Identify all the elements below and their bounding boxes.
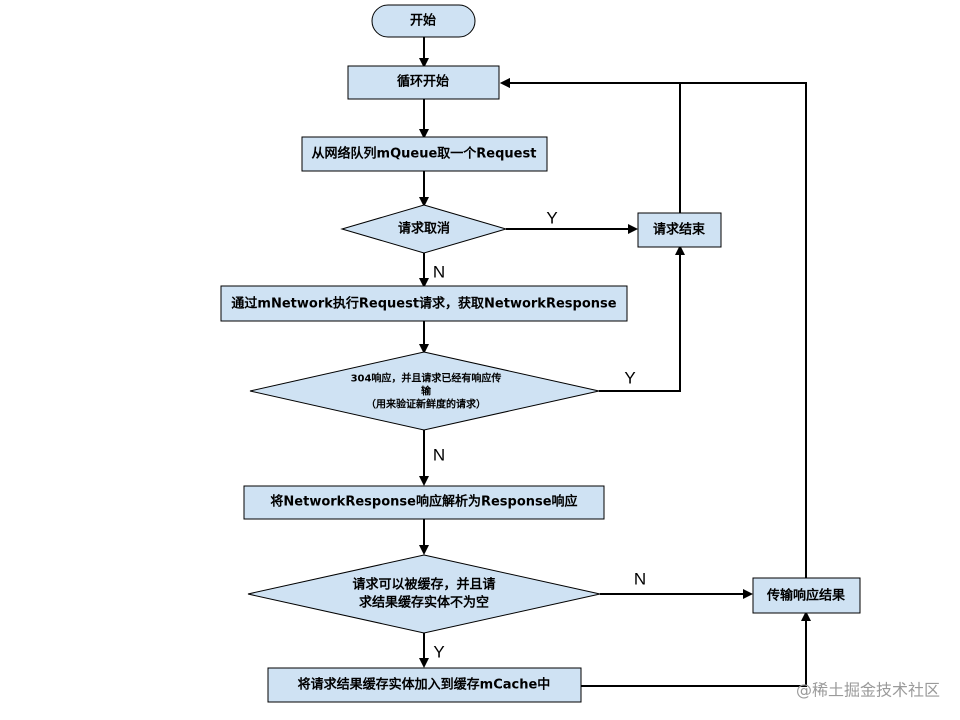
edge-writecache-to-deliver <box>581 611 811 687</box>
edge-label-canceled-no: N <box>433 263 445 282</box>
node-loop-start-label: 循环开始 <box>397 74 449 90</box>
connectors <box>419 37 811 687</box>
node-cacheable: 请求可以被缓存，并且请 求结果缓存实体不为空 <box>247 554 601 634</box>
watermark: @稀土掘金技术社区 <box>796 681 940 700</box>
node-request-finished-label: 请求结束 <box>653 222 706 238</box>
edge-label-notmodified-no: N <box>433 446 445 465</box>
node-request-finished: 请求结束 <box>637 212 722 248</box>
node-not-modified-label-line1: 304响应，并且请求已经有响应传 <box>351 372 502 385</box>
node-cacheable-label-line2: 求结果缓存实体不为空 <box>359 595 489 611</box>
edge-label-notmodified-yes: Y <box>624 369 635 388</box>
node-parse-response-label: 将NetworkResponse响应解析为Response响应 <box>270 494 577 510</box>
node-write-cache-label: 将请求结果缓存实体加入到缓存mCache中 <box>298 677 551 693</box>
node-write-cache: 将请求结果缓存实体加入到缓存mCache中 <box>267 667 582 703</box>
edge-label-cacheable-no: N <box>634 570 646 589</box>
node-not-modified-label-line2: 输 <box>421 385 432 398</box>
node-take-request-label: 从网络队列mQueue取一个Request <box>312 146 537 162</box>
node-not-modified: 304响应，并且请求已经有响应传 输 （用来验证新鲜度的请求） <box>249 351 600 431</box>
node-start: 开始 <box>371 4 476 38</box>
node-perform-request: 通过mNetwork执行Request请求，获取NetworkResponse <box>220 285 628 322</box>
edge-notmodified-yes <box>599 245 685 392</box>
node-deliver-response: 传输响应结果 <box>752 577 861 614</box>
node-start-label: 开始 <box>410 13 436 29</box>
node-take-request: 从网络队列mQueue取一个Request <box>301 136 548 172</box>
node-cacheable-label-line1: 请求可以被缓存，并且请 <box>352 577 495 593</box>
node-loop-start: 循环开始 <box>347 65 500 100</box>
node-parse-response: 将NetworkResponse响应解析为Response响应 <box>243 485 605 520</box>
edge-label-cacheable-yes: Y <box>433 643 444 662</box>
node-is-canceled-label: 请求取消 <box>398 221 450 237</box>
node-perform-request-label: 通过mNetwork执行Request请求，获取NetworkResponse <box>231 296 616 312</box>
node-not-modified-label-line3: （用来验证新鲜度的请求） <box>366 398 486 411</box>
node-is-canceled: 请求取消 <box>340 204 508 254</box>
edge-deliver-to-loop <box>500 78 807 578</box>
node-deliver-response-label: 传输响应结果 <box>766 588 845 604</box>
edge-label-canceled-yes: Y <box>546 209 557 228</box>
